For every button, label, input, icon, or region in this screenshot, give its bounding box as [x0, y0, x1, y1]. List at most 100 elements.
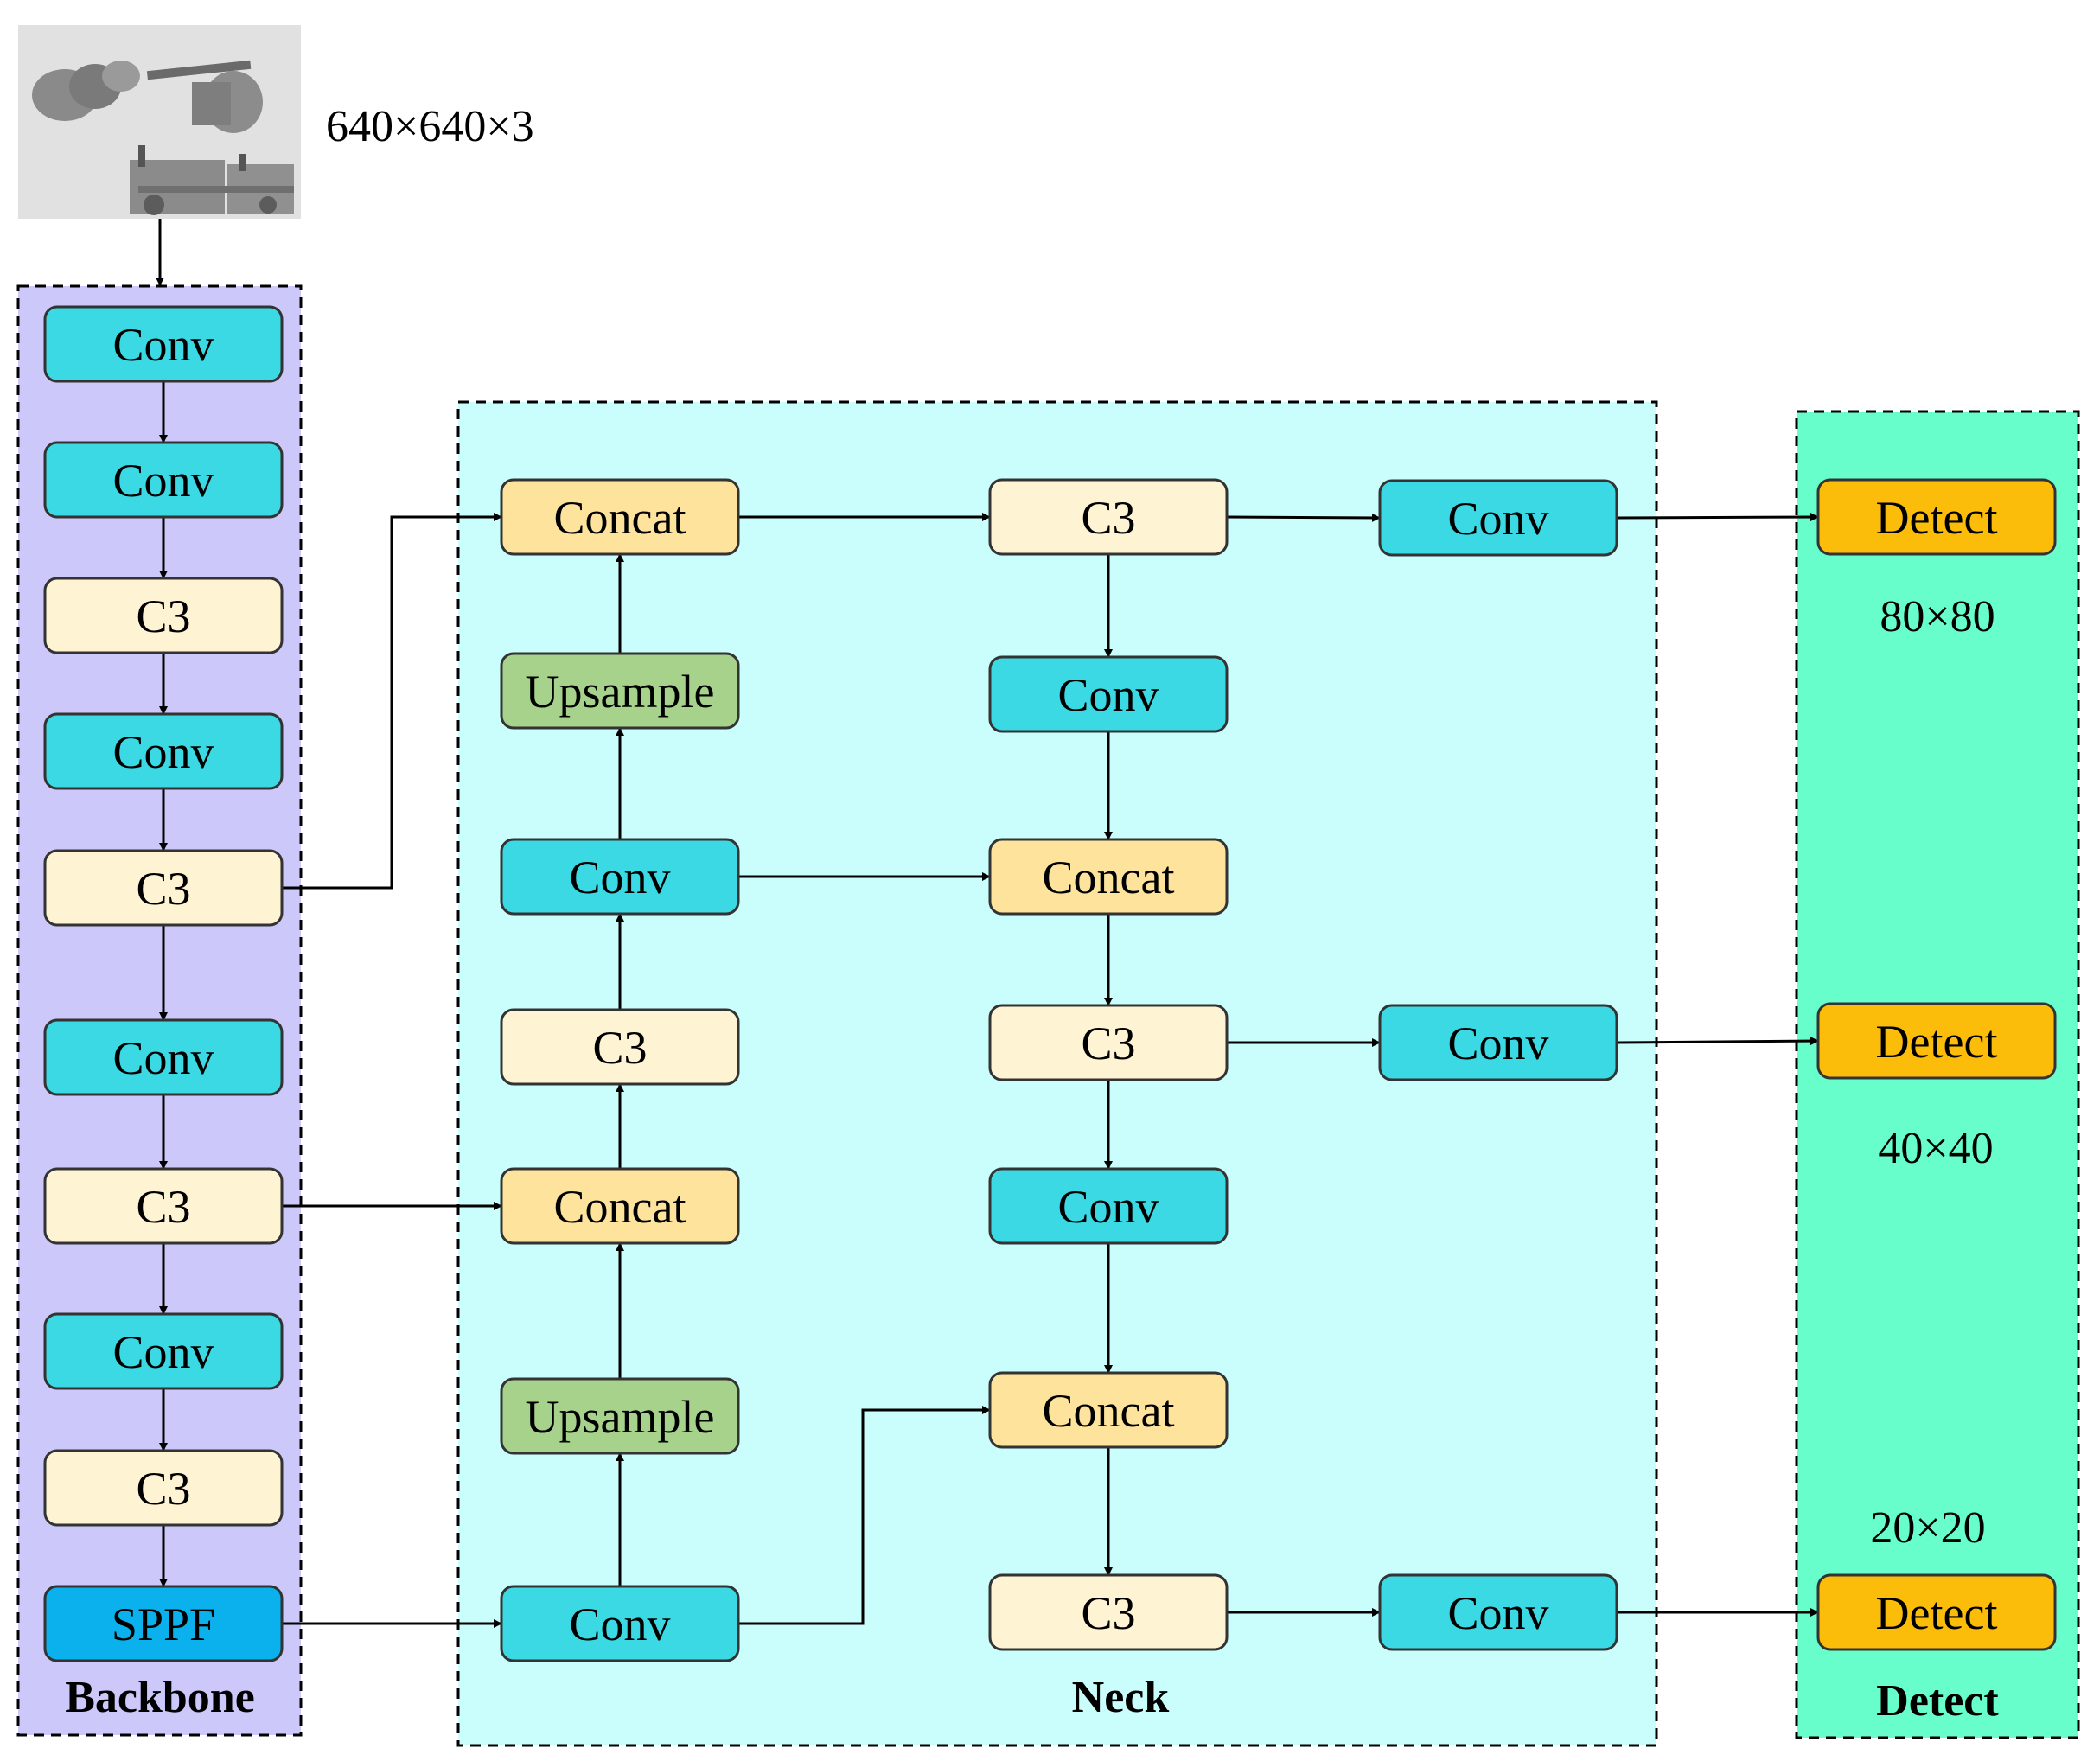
neck-mid-concat-block-6: Concat	[988, 1371, 1229, 1449]
neck-right-conv-block-1: Conv	[1378, 479, 1618, 557]
upsample-label: Upsample	[526, 666, 715, 718]
backbone-c3-block-9: C3	[43, 1449, 284, 1527]
sppf-label: SPPF	[112, 1598, 215, 1650]
arrow-22	[738, 1406, 991, 1625]
neck-mid-conv-block-5: Conv	[988, 1167, 1229, 1245]
c3-box	[43, 849, 284, 927]
c3-label: C3	[1081, 1587, 1135, 1639]
backbone-conv-block-1: Conv	[43, 305, 284, 383]
neck-left-concat-block-1: Concat	[500, 478, 740, 556]
conv-label: Conv	[1057, 669, 1159, 721]
concat-label: Concat	[554, 492, 686, 544]
detect-detect-block-1: Detect	[1816, 478, 2057, 556]
concat-box	[988, 838, 1229, 916]
neck-left-conv-block-7: Conv	[500, 1585, 740, 1662]
input-image	[18, 25, 301, 219]
conv-box	[988, 1167, 1229, 1245]
conv-box	[43, 305, 284, 383]
detect-box	[1816, 1573, 2057, 1651]
concat-label: Concat	[554, 1181, 686, 1233]
backbone-conv-block-4: Conv	[43, 712, 284, 790]
detect-box	[1816, 478, 2057, 556]
detect-title: Detect	[1876, 1676, 1999, 1726]
backbone-c3-block-7: C3	[43, 1167, 284, 1245]
conv-box	[500, 838, 740, 916]
concat-label: Concat	[1043, 852, 1175, 903]
upsample-box	[500, 652, 740, 730]
conv-box	[43, 712, 284, 790]
arrow-29	[1226, 513, 1381, 522]
c3-label: C3	[1081, 492, 1135, 544]
conv-box	[988, 655, 1229, 733]
conv-label: Conv	[569, 1598, 670, 1650]
conv-label: Conv	[1447, 1587, 1548, 1639]
neck-mid-conv-block-2: Conv	[988, 655, 1229, 733]
detect-detect-block-2: Detect	[1816, 1002, 2057, 1080]
concat-label: Concat	[1043, 1385, 1175, 1437]
detect-label: Detect	[1876, 1016, 1998, 1068]
neck-title: Neck	[1072, 1673, 1170, 1722]
detect-label: Detect	[1876, 1587, 1998, 1639]
c3-label: C3	[1081, 1018, 1135, 1069]
detect-label: Detect	[1876, 492, 1998, 544]
c3-box	[500, 1008, 740, 1086]
edges-layer	[156, 219, 1819, 1628]
c3-box	[43, 577, 284, 654]
neck-right-conv-block-2: Conv	[1378, 1004, 1618, 1081]
detect-scale-20: 20×20	[1870, 1503, 1985, 1553]
concat-box	[500, 1167, 740, 1245]
conv-label: Conv	[112, 726, 214, 778]
conv-box	[43, 1312, 284, 1390]
conv-label: Conv	[112, 1326, 214, 1378]
conv-box	[43, 441, 284, 519]
c3-label: C3	[592, 1022, 647, 1074]
neck-mid-concat-block-3: Concat	[988, 838, 1229, 916]
upsample-box	[500, 1377, 740, 1455]
neck-left-concat-block-5: Concat	[500, 1167, 740, 1245]
backbone-sppf-block-10: SPPF	[43, 1585, 284, 1662]
c3-box	[988, 478, 1229, 556]
neck-mid-c3-block-1: C3	[988, 478, 1229, 556]
conv-label: Conv	[1447, 1018, 1548, 1069]
backbone-conv-block-8: Conv	[43, 1312, 284, 1390]
upsample-label: Upsample	[526, 1391, 715, 1443]
conv-box	[500, 1585, 740, 1662]
neck-left-conv-block-3: Conv	[500, 838, 740, 916]
neck-left-c3-block-4: C3	[500, 1008, 740, 1086]
conv-label: Conv	[112, 1032, 214, 1084]
conv-box	[1378, 479, 1618, 557]
c3-label: C3	[136, 1463, 190, 1515]
nodes-layer: ConvConvC3ConvC3ConvC3ConvC3SPPFConcatUp…	[43, 305, 2057, 1662]
c3-box	[43, 1449, 284, 1527]
neck-left-upsample-block-2: Upsample	[500, 652, 740, 730]
c3-box	[988, 1004, 1229, 1081]
concat-box	[988, 1371, 1229, 1449]
conv-box	[43, 1018, 284, 1096]
conv-label: Conv	[112, 455, 214, 507]
conv-box	[1378, 1573, 1618, 1651]
backbone-c3-block-3: C3	[43, 577, 284, 654]
arrow-11	[282, 513, 502, 890]
arrow-32	[1616, 513, 1819, 522]
c3-label: C3	[136, 590, 190, 642]
concat-box	[500, 478, 740, 556]
sppf-box	[43, 1585, 284, 1662]
backbone-conv-block-6: Conv	[43, 1018, 284, 1096]
backbone-conv-block-2: Conv	[43, 441, 284, 519]
neck-left-upsample-block-6: Upsample	[500, 1377, 740, 1455]
c3-label: C3	[136, 1181, 190, 1233]
arrow-33	[1616, 1037, 1819, 1046]
neck-mid-c3-block-7: C3	[988, 1573, 1229, 1651]
conv-label: Conv	[569, 852, 670, 903]
backbone-title: Backbone	[65, 1673, 255, 1722]
detect-scale-80: 80×80	[1880, 592, 1995, 641]
neck-mid-c3-block-4: C3	[988, 1004, 1229, 1081]
detect-detect-block-3: Detect	[1816, 1573, 2057, 1651]
input-size-label: 640×640×3	[326, 102, 534, 151]
c3-box	[43, 1167, 284, 1245]
conv-label: Conv	[1057, 1181, 1159, 1233]
conv-label: Conv	[112, 319, 214, 371]
c3-box	[988, 1573, 1229, 1651]
c3-label: C3	[136, 863, 190, 915]
